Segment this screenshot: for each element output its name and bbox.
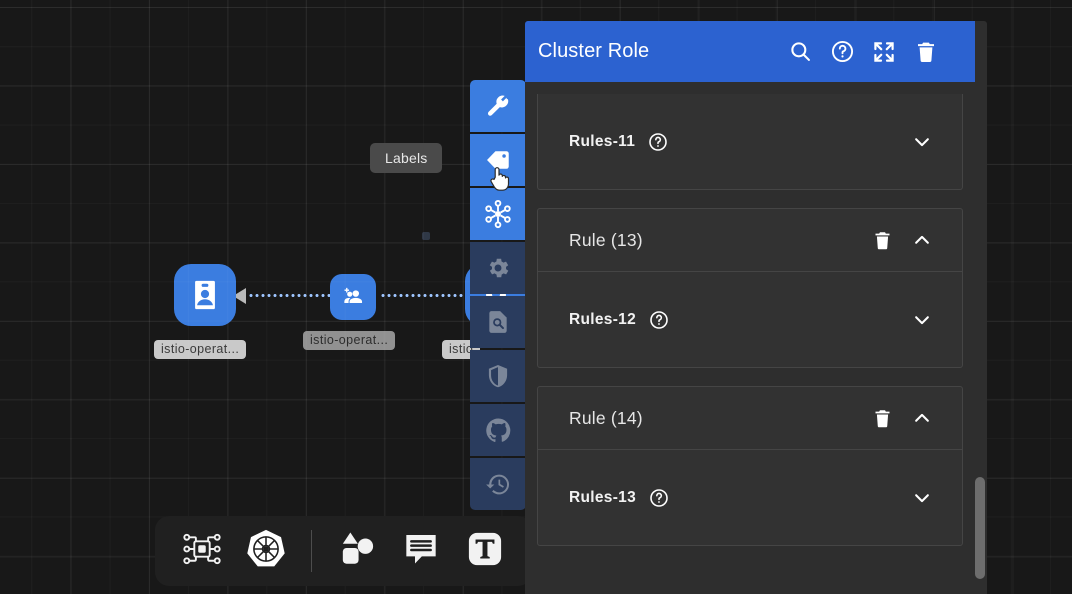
panel-body[interactable]: Rules-11 Rule (13) [525,82,975,594]
search-icon[interactable] [779,31,821,73]
label-tag-icon [484,146,512,174]
hub-network-icon [483,199,513,229]
stray-node-dot [422,232,430,240]
rule-title: Rule (14) [569,407,643,428]
delete-icon[interactable] [862,398,902,438]
comment-icon [401,529,441,574]
toolbar-button-history[interactable] [470,458,526,510]
expand-icon[interactable] [863,31,905,73]
group-add-icon [341,285,366,310]
badge-icon [188,278,222,312]
shapes-icon [336,528,378,575]
rules-row[interactable]: Rules-13 [538,450,962,545]
rule-header[interactable]: Rule (14) [538,387,962,450]
bottom-toolbar[interactable] [155,516,532,586]
help-icon[interactable] [647,131,669,153]
toolbar-button-circuit[interactable] [173,522,231,580]
help-icon[interactable] [648,309,670,331]
toolbar-divider [311,530,312,572]
rules-label: Rules-11 [569,132,636,150]
rules-row[interactable]: Rules-12 [538,272,962,367]
github-icon [485,417,512,444]
chevron-up-icon[interactable] [902,220,942,260]
toolbar-button-hub[interactable] [470,188,526,240]
graph-node-badge[interactable] [174,264,236,326]
toolbar-button-settings[interactable] [470,242,526,294]
toolbar-button-shapes[interactable] [328,522,386,580]
panel-header: Cluster Role [525,21,975,82]
history-icon [485,471,512,498]
rule-card-fragment[interactable]: Rules-11 [537,94,963,190]
graph-node-label: istio-operat... [154,340,247,359]
rule-header[interactable]: Rule (13) [538,209,962,272]
panel-scrollbar[interactable] [975,477,985,579]
kubernetes-icon [244,527,288,576]
labels-tooltip: Labels [370,143,443,173]
rules-label: Rules-12 [569,310,637,328]
toolbar-button-text[interactable] [456,522,514,580]
chevron-down-icon[interactable] [902,122,942,162]
cluster-role-panel[interactable]: Cluster Role [525,21,987,594]
shield-icon [485,363,511,389]
help-icon[interactable] [648,487,670,509]
toolbar-button-labels[interactable] [470,134,526,186]
delete-icon[interactable] [862,220,902,260]
chevron-down-icon[interactable] [902,300,942,340]
circuit-chip-icon [181,528,223,575]
graph-node-label: istio-operat... [303,331,396,350]
rule-title: Rule (13) [569,229,643,250]
graph-edge-1 [248,294,338,297]
toolbar-button-github[interactable] [470,404,526,456]
toolbar-button-wrench[interactable] [470,80,526,132]
graph-node-group[interactable] [330,274,376,320]
rule-card[interactable]: Rule (14) Rules-13 [537,386,963,546]
gear-icon [485,255,511,281]
document-search-icon [485,309,511,335]
toolbar-button-document-search[interactable] [470,296,526,348]
rule-card[interactable]: Rule (13) Rules-12 [537,208,963,368]
rules-row[interactable]: Rules-11 [538,94,962,189]
graph-edge-arrow [233,288,246,304]
text-tool-icon [464,528,506,575]
toolbar-button-security[interactable] [470,350,526,402]
rules-label: Rules-13 [569,488,637,506]
panel-title: Cluster Role [538,40,650,62]
graph-edge-2 [380,294,480,297]
delete-icon[interactable] [905,31,947,73]
wrench-icon [485,93,512,120]
left-vertical-toolbar[interactable] [470,80,526,510]
toolbar-button-kubernetes[interactable] [237,522,295,580]
help-icon[interactable] [821,31,863,73]
chevron-up-icon[interactable] [902,398,942,438]
toolbar-button-comment[interactable] [392,522,450,580]
chevron-down-icon[interactable] [902,478,942,518]
